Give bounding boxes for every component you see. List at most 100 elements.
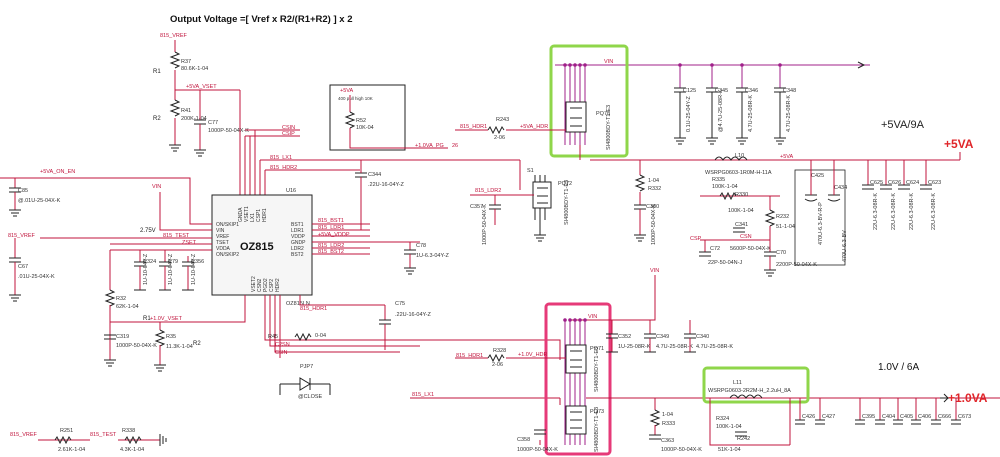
pjp7-ref: PJP7	[300, 364, 313, 370]
r243-value: 2-06	[494, 135, 505, 141]
net-1v-hdr: +1.0V_HDR	[518, 352, 548, 358]
c626-value: 22U-6.3-08R-K	[891, 193, 897, 230]
c348-value: 4.7U-25-08R-K	[786, 95, 792, 132]
ic-bottom-pin: VSET2	[251, 276, 257, 292]
ic-part: OZ815LN	[286, 301, 310, 307]
c348-ref: C348	[783, 88, 796, 94]
c344-ref: C344	[368, 172, 381, 178]
r1b-label: R1	[143, 316, 151, 322]
r251-value: 2.61K-1-04	[58, 447, 85, 453]
c426-ref: C426	[802, 414, 815, 420]
net-ldr1: 815_LDR1	[318, 225, 344, 231]
c380-ref: C380	[646, 204, 659, 210]
c352-ref: C352	[618, 334, 631, 340]
rail-5va-label: +5VA	[944, 137, 974, 151]
ic-left-pin: TSET	[216, 240, 229, 246]
bulk-cap-box	[794, 169, 846, 266]
vin-pq71-label: VIN	[588, 314, 597, 320]
r324-ref: R324	[716, 416, 729, 422]
c70-ref: C70	[776, 250, 786, 256]
c125-ref: C125	[683, 88, 696, 94]
c425-value: 470U-6.3-BV-R-P	[818, 202, 824, 245]
c358-value: 1000P-50-04X-K	[517, 447, 558, 453]
ic-bottom-pin: PGD2	[263, 278, 269, 292]
vin-ic-label: VIN	[152, 184, 161, 190]
c78-ref: C78	[416, 243, 426, 249]
inductor-l11-highlight	[702, 366, 810, 404]
c75-value: .22U-16-04Y-Z	[395, 312, 432, 318]
pq71-part: SI4800BDY-T1-E3	[594, 347, 600, 392]
c395-ref: C395	[862, 414, 875, 420]
c363-ref: C363	[661, 438, 674, 444]
rail-1v-label: +1.0VA	[948, 391, 988, 405]
c363-value: 1000P-50-04X-K	[661, 447, 702, 453]
c425-ref: C425	[811, 173, 824, 179]
c352-value: 1U-25-08R-K	[618, 344, 651, 350]
c625-value: 22U-6.3-08R-K	[873, 193, 879, 230]
r45-ref: R45	[268, 334, 278, 340]
net-vref-bottom: 815_VREF	[10, 432, 38, 438]
c358-ref: C358	[517, 437, 530, 443]
c625-ref: C625	[870, 180, 883, 186]
r35-ref: R35	[166, 334, 176, 340]
rail-5va-spec: +5VA/9A	[881, 119, 925, 131]
ic-left-pin: ON/SKIP2	[216, 252, 239, 258]
r2b-label: R2	[193, 341, 201, 347]
c623-ref: C623	[928, 180, 941, 186]
c345-ref: C345	[715, 88, 728, 94]
net-csp: CSP	[690, 236, 702, 242]
r333-value: 1-04	[662, 412, 673, 418]
ic-top-pin: CSP1	[256, 209, 262, 222]
ic-left-pin: VDDA	[216, 246, 231, 252]
net-vref-left: 815_VREF	[8, 233, 36, 239]
r232-ref: R232	[776, 214, 789, 220]
net-on-en: +5VA_ON_EN	[40, 169, 75, 175]
net-ldr2-top: 815_LDR2	[475, 188, 501, 194]
c380-value: 1000P-50-04X-K	[651, 204, 657, 245]
c344-value: .22U-16-04Y-Z	[368, 182, 405, 188]
c72-value: 22P-50-04N-J	[708, 260, 742, 266]
r251-ref: R251	[60, 428, 73, 434]
net-label-5va-vset: +5VA_VSET	[186, 84, 217, 90]
net-5va-hdr: +5VA_HDR	[520, 124, 548, 130]
c623-value: 22U-6.3-08R-K	[931, 193, 937, 230]
bottom-mosfet-highlight	[544, 302, 612, 456]
ic-name: OZ815	[240, 241, 274, 253]
pq72-ref: PQ72	[558, 181, 572, 187]
c319-ref: C319	[116, 334, 129, 340]
ic-top-pin: HDR1	[262, 208, 268, 222]
net-test-bottom: 815_TEST	[90, 432, 117, 438]
c340-ref: C340	[696, 334, 709, 340]
output-cap-bank-5va: C62522U-6.3-08R-KC62622U-6.3-08R-KC62422…	[862, 160, 941, 230]
net-lx1-bottom: 815_LX1	[412, 392, 434, 398]
c85-value: @.01U-25-04X-K	[18, 198, 61, 204]
c673-ref: C673	[958, 414, 971, 420]
ic-right-pin: LDR2	[291, 246, 304, 252]
net-1v-vset: +1.0V_VSET	[150, 316, 183, 322]
r335-ref: R335	[712, 177, 725, 183]
ic-top-pin: GNDA	[238, 207, 244, 222]
c357-ref: C357	[470, 204, 483, 210]
c319-value: 1000P-50-04X-K	[116, 343, 157, 349]
net-ldr2: 815_LDR2	[318, 243, 344, 249]
net-c5in: C5IN	[275, 350, 288, 356]
r242-ref: R242	[737, 436, 750, 442]
r1-label: R1	[153, 69, 161, 75]
pq71-body	[565, 344, 587, 374]
r333-ref: R333	[662, 421, 675, 427]
net-vddp: +5VA_VDDP	[318, 232, 350, 238]
vin-top-label: VIN	[604, 59, 613, 65]
net-bst2: 815_BST2	[318, 249, 344, 255]
r330-ref: R330	[735, 192, 748, 198]
r338-ref: R338	[122, 428, 135, 434]
net-c2sn: C2SN	[275, 342, 290, 348]
c405-ref: C405	[900, 414, 913, 420]
net-csn: CSN	[740, 234, 752, 240]
l11-ref: L11	[733, 380, 742, 386]
r328-value: 2-06	[492, 362, 503, 368]
r35-value: 11.3K-1-04	[166, 344, 193, 350]
pq70-part: SI4800BDY-T1-E3	[606, 105, 612, 150]
